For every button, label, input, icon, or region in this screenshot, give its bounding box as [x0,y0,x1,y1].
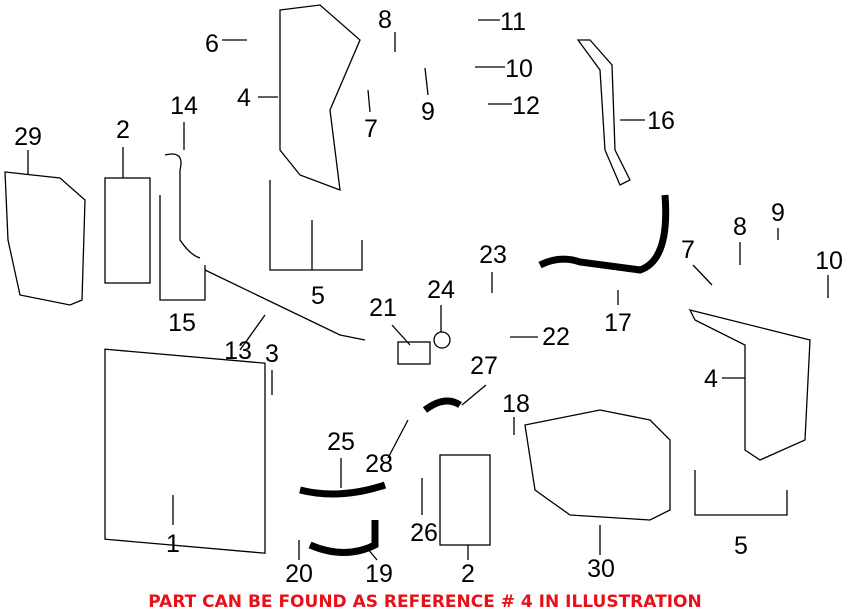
aux-radiator-2 [104,177,151,284]
callout-22: 22 [542,323,570,351]
hose-19 [308,520,379,556]
hose-14 [164,153,201,259]
callout-10b: 10 [815,247,843,275]
callout-12: 12 [512,92,540,120]
callout-19: 19 [365,560,393,588]
callout-21: 21 [369,294,397,322]
bracket-4-right [688,309,811,461]
callout-2: 2 [116,116,130,144]
callout-1: 1 [166,530,180,558]
callout-3: 3 [265,340,279,368]
callout-5: 5 [311,282,325,310]
callout-26: 26 [410,519,438,547]
callout-25: 25 [327,428,355,456]
callout-17: 17 [604,309,632,337]
callout-24: 24 [427,276,455,304]
brackets-15 [159,195,206,301]
callout-5b: 5 [734,532,748,560]
hose-17 [538,194,670,274]
callout-4b: 4 [704,365,718,393]
aux-radiator-2b [439,454,491,546]
air-duct-30 [524,409,671,521]
callout-2b: 2 [461,560,475,588]
callout-29: 29 [14,123,42,151]
hose-25 [299,481,387,498]
callout-11: 11 [500,8,526,36]
pipe-13 [204,269,366,341]
callout-4: 4 [237,84,251,112]
callout-labels: 6 8 11 10 4 7 9 12 16 29 2 14 5 15 13 3 … [14,6,843,588]
pipe-16 [576,39,631,186]
callout-14: 14 [170,92,198,120]
bracket-4-left [279,4,361,191]
callout-7b: 7 [681,236,695,264]
callout-8: 8 [378,6,392,34]
air-duct-29 [4,171,86,306]
callout-10: 10 [505,55,533,83]
brackets-5-right [694,470,788,516]
callout-16: 16 [647,107,675,135]
callout-6: 6 [205,30,219,58]
part-shapes [4,4,811,556]
pump-21 [397,341,431,365]
callout-15: 15 [168,309,196,337]
callout-7: 7 [364,115,378,143]
reference-note: PART CAN BE FOUND AS REFERENCE # 4 IN IL… [148,592,702,612]
callout-9b: 9 [771,199,785,227]
brackets-5 [269,180,363,271]
radiator-1 [104,348,266,554]
callout-8b: 8 [733,213,747,241]
callout-18: 18 [502,390,530,418]
callout-23: 23 [479,241,507,269]
hose-27 [422,397,462,413]
callout-30: 30 [587,555,615,583]
leader-lines [27,19,829,561]
callout-20: 20 [285,560,313,588]
callout-13: 13 [224,337,252,365]
callout-28: 28 [365,450,393,478]
callout-9: 9 [421,98,435,126]
callout-27: 27 [470,352,498,380]
grommet-24 [433,331,451,349]
